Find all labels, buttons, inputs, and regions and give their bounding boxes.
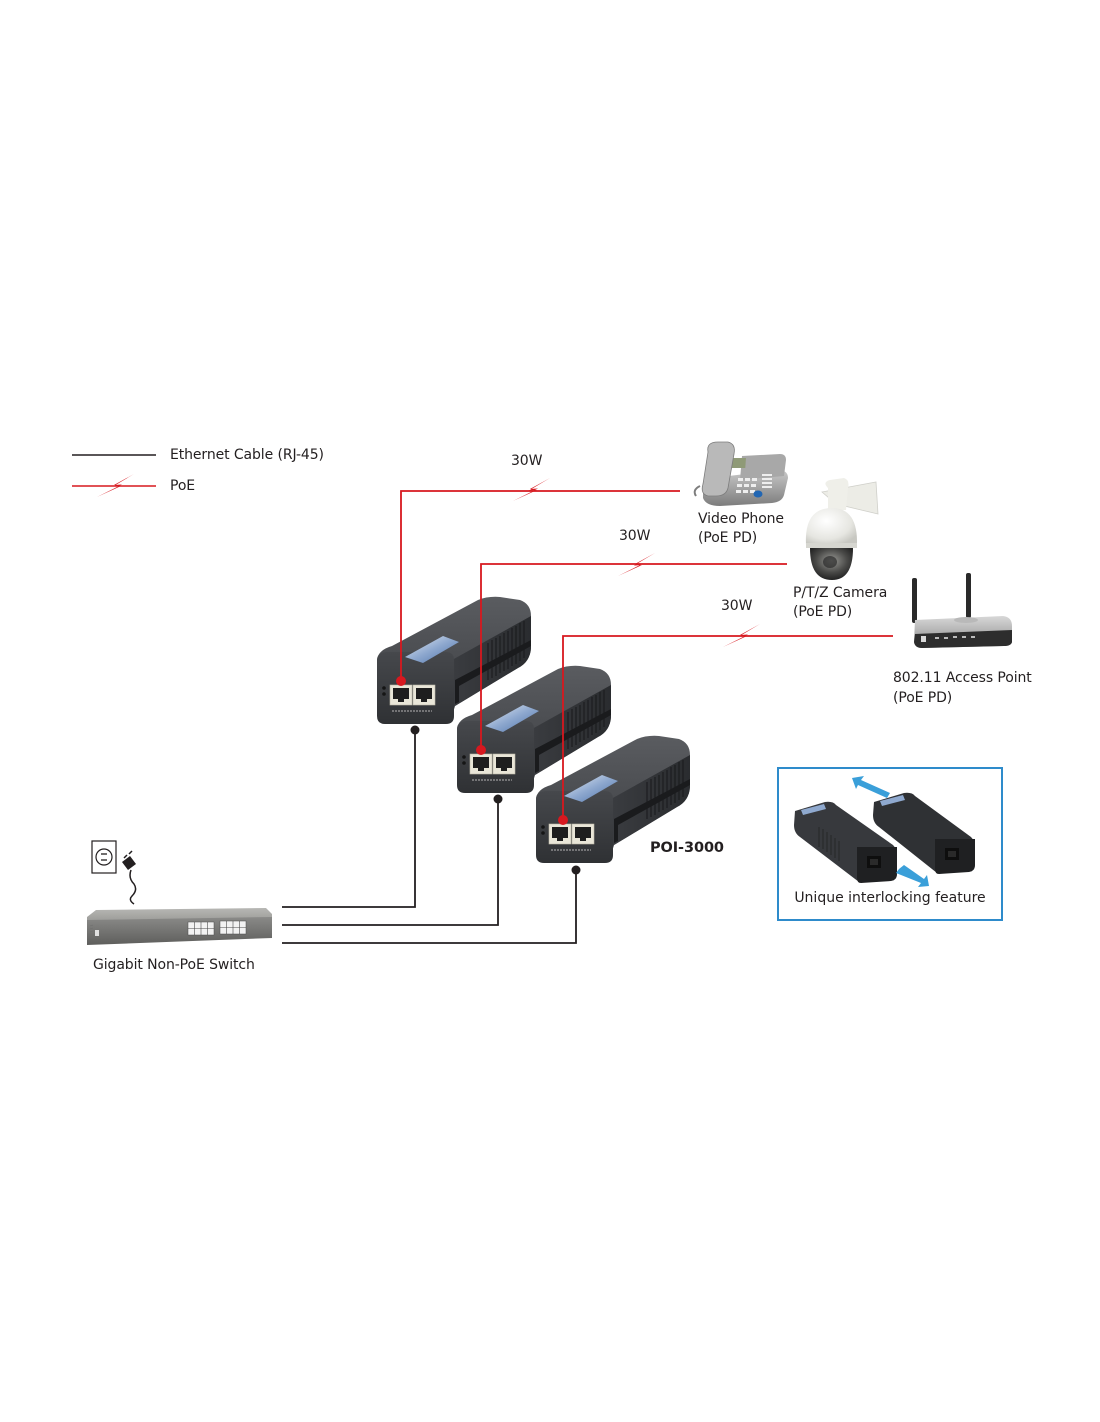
power-label-access-point: 30W [721,598,753,614]
rj45-port-data-in [412,684,436,706]
dome-camera-icon [805,478,879,580]
network-switch-icon [87,908,272,945]
product-label-sticker [485,705,539,732]
poe-dot-1 [396,676,406,686]
poe-injector-2 [457,665,611,793]
ethernet-dot-1 [410,725,420,735]
video-phone-label: Video Phone [698,511,784,527]
poe-dot-3 [558,815,568,825]
interlocking-feature-box: Unique interlocking feature [777,767,1003,921]
poe-injector-1 [377,596,531,724]
desk-phone-icon [693,441,788,506]
legend-ethernet-label: Ethernet Cable (RJ-45) [170,447,324,463]
lightning-bolt-icon [513,478,550,501]
poe-cables [396,478,893,825]
power-outlet-icon [91,840,117,874]
poe-cable-access-point [558,624,893,825]
lightning-bolt-icon [723,624,760,647]
feature-caption: Unique interlocking feature [794,890,986,906]
switch-label: Gigabit Non-PoE Switch [93,957,255,973]
video-phone-role: (PoE PD) [698,530,758,546]
ethernet-dot-2 [493,794,503,804]
ethernet-cables [282,730,577,944]
legend [72,454,156,497]
ethernet-connection-dots [410,725,581,875]
injector-right [873,792,975,874]
ethernet-cable-2 [282,799,499,926]
legend-poe-line [72,474,156,497]
power-label-video-phone: 30W [511,453,543,469]
product-label-sticker [564,775,618,802]
ethernet-cable-3 [282,870,577,944]
poe-dot-2 [476,745,486,755]
injector-left [794,801,897,883]
access-point-role: (PoE PD) [893,690,953,706]
rj45-port-data-in [571,823,595,845]
lightning-bolt-icon [97,474,134,497]
rj45-port-poe-out [548,823,572,845]
power-plug-icon [122,850,137,905]
rj45-port-data-in [492,753,516,775]
poe-injector-3 [536,735,690,863]
ethernet-dot-3 [571,865,581,875]
camera-label: P/T/Z Camera [793,585,888,601]
arrow-up-left-icon [852,776,890,798]
injector-model-label: POI-3000 [650,840,724,856]
rj45-port-poe-out [469,753,493,775]
power-label-camera: 30W [619,528,651,544]
interlocking-injectors-image [794,776,975,887]
wireless-router-icon [912,573,1012,648]
product-label-sticker [405,636,459,663]
poe-cable-video-phone [396,478,680,686]
camera-role: (PoE PD) [793,604,853,620]
legend-poe-label: PoE [170,478,196,494]
access-point-label: 802.11 Access Point [893,670,1032,686]
lightning-bolt-icon [618,553,655,576]
poe-cable-camera [476,553,787,755]
rj45-port-poe-out [389,684,413,706]
ethernet-cable-1 [282,730,416,908]
arrow-down-right-icon [896,865,929,887]
